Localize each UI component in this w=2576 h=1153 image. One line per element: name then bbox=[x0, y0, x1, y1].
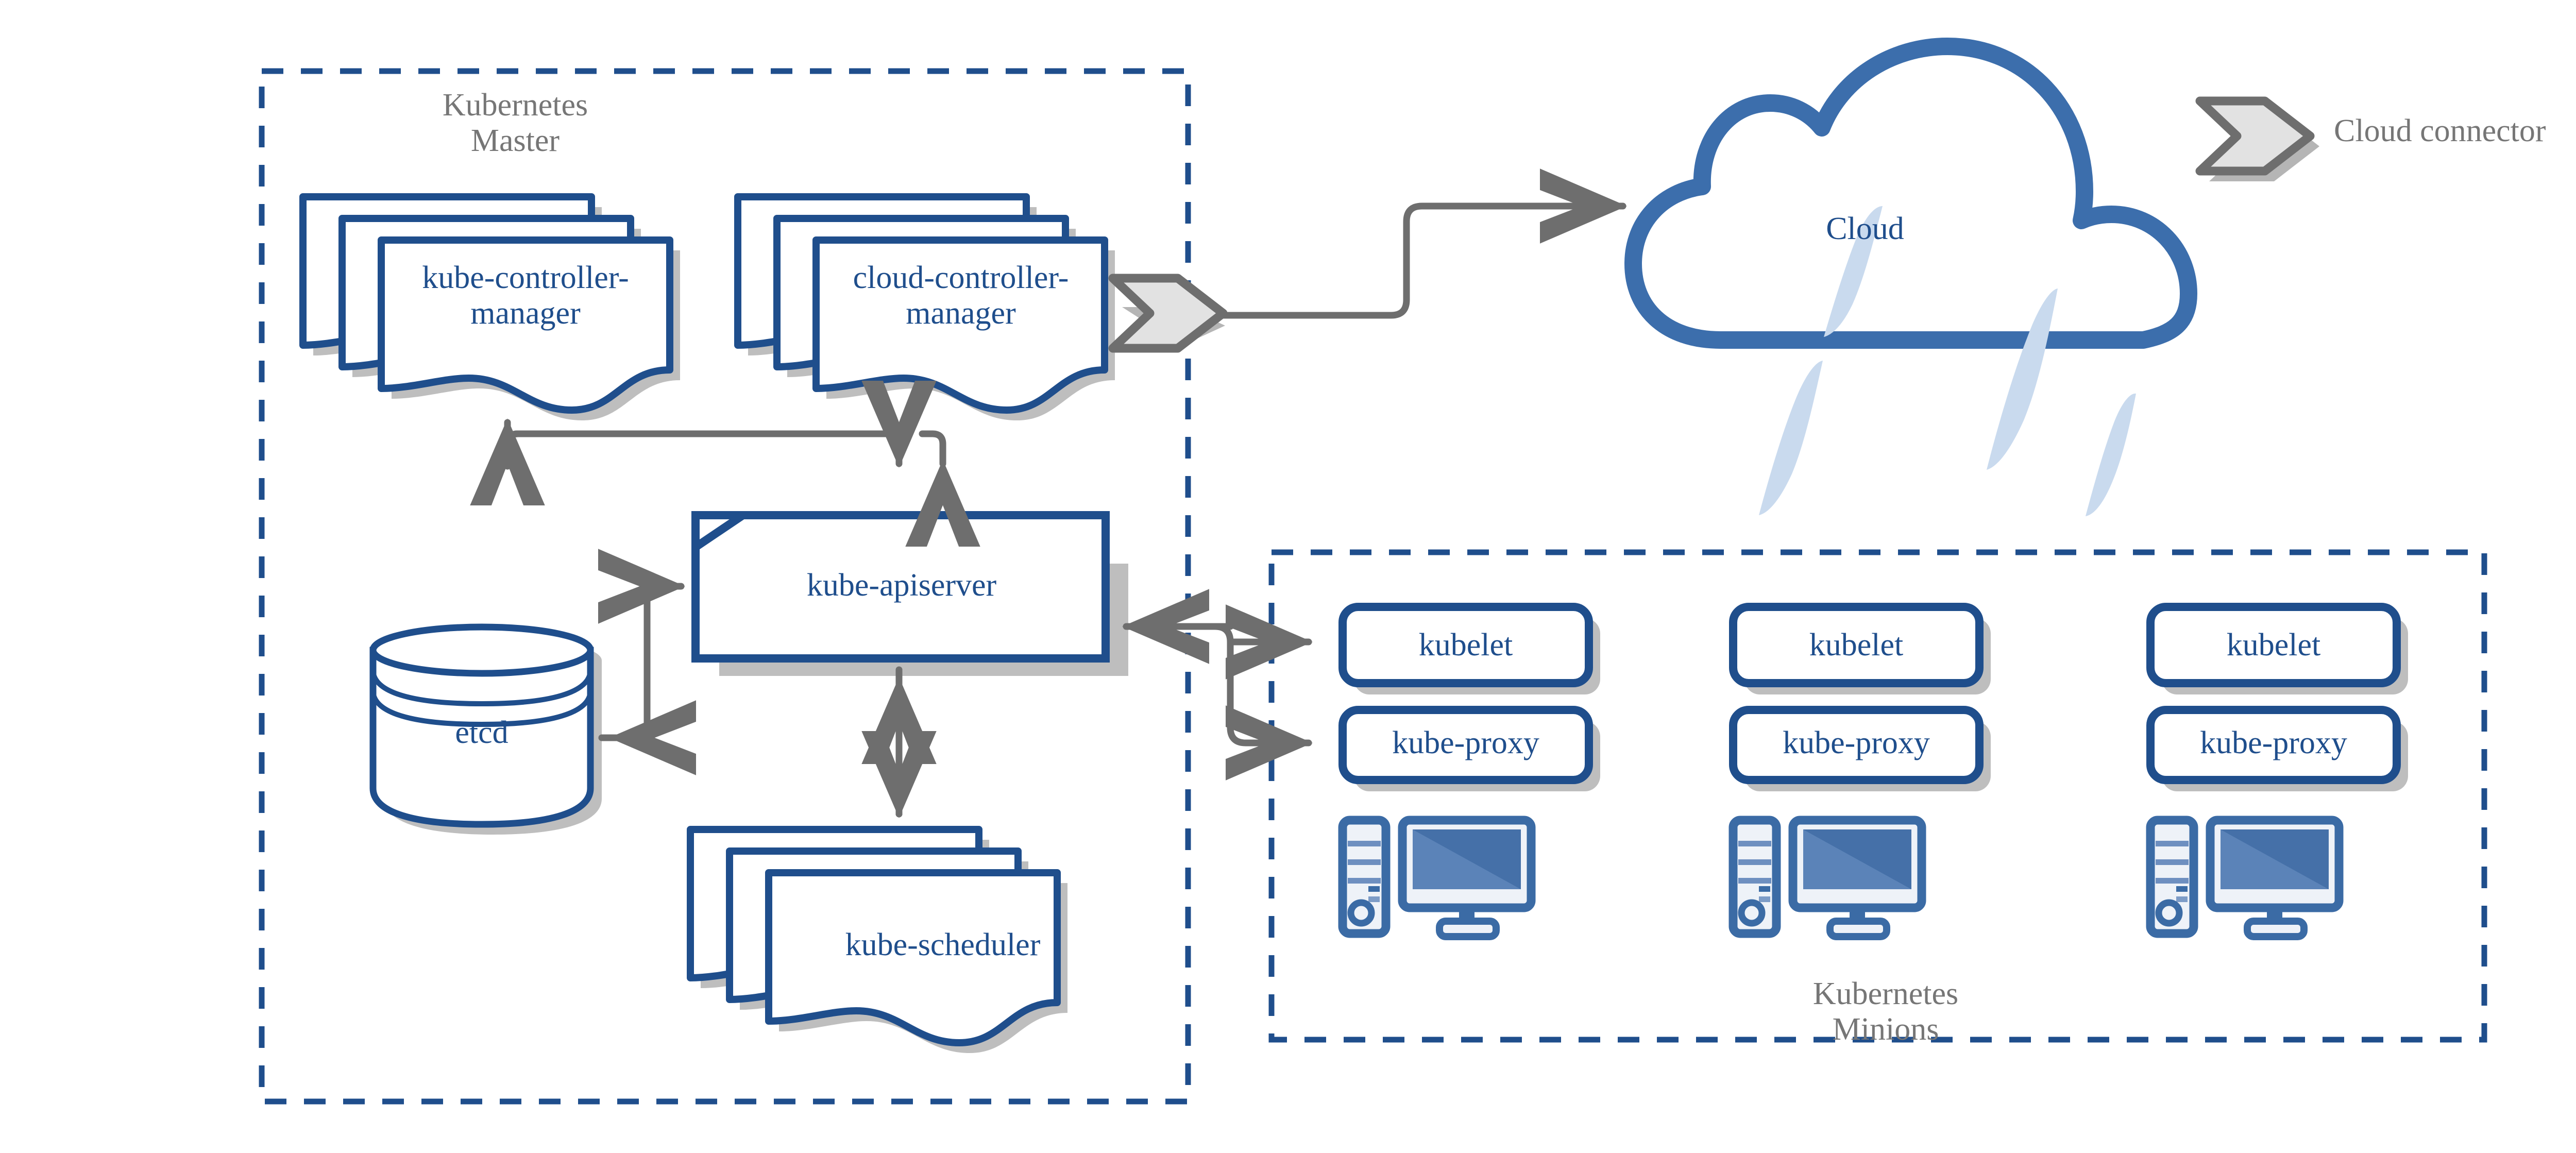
kubelet-box-2[interactable] bbox=[1729, 603, 1984, 687]
kube-apiserver-label: kube-apiserver bbox=[806, 568, 997, 603]
kubernetes-minions-label: Kubernetes Minions bbox=[1812, 976, 1959, 1047]
connector-ctrlmgr-arrow-up bbox=[470, 418, 903, 506]
kubelet-label-1: kubelet bbox=[1418, 628, 1513, 663]
kube-proxy-label-2: kube-proxy bbox=[1783, 725, 1930, 760]
kube-apiserver-outline[interactable] bbox=[691, 511, 1110, 663]
cloud-connector-icon[interactable] bbox=[1108, 274, 1228, 353]
kube-scheduler-label: kube-scheduler bbox=[845, 927, 1041, 962]
connector-ctrlmgr-to-apiserver-down bbox=[504, 380, 937, 470]
connector-apiserver-to-etcd-in bbox=[598, 549, 685, 741]
connector-lines bbox=[470, 168, 1627, 818]
minion-3-group bbox=[2146, 603, 2408, 940]
kube-controller-manager-label: kube-controller- manager bbox=[422, 260, 629, 331]
connector-cloudmgr-leg bbox=[905, 430, 980, 547]
desktop-computer-icon-1[interactable] bbox=[1338, 816, 1536, 940]
kubelet-label-3: kubelet bbox=[2226, 628, 2321, 663]
kube-proxy-box-1[interactable] bbox=[1338, 706, 1593, 784]
kube-proxy-box-2[interactable] bbox=[1729, 706, 1984, 784]
kube-proxy-box-3[interactable] bbox=[2146, 706, 2401, 784]
kubelet-box-3[interactable] bbox=[2146, 603, 2401, 687]
legend-label: Cloud connector bbox=[2334, 113, 2546, 148]
legend-cloud-connector-icon bbox=[2195, 96, 2319, 181]
desktop-computer-icon-3[interactable] bbox=[2146, 816, 2344, 940]
minion-1-group bbox=[1338, 603, 1600, 940]
kubernetes-minions-boundary bbox=[1268, 549, 2487, 1043]
cloud-shape[interactable] bbox=[1624, 38, 2197, 516]
kubelet-label-2: kubelet bbox=[1809, 628, 1904, 663]
kubelet-box-1[interactable] bbox=[1338, 603, 1593, 687]
kube-proxy-label-1: kube-proxy bbox=[1392, 725, 1539, 760]
kube-proxy-label-3: kube-proxy bbox=[2200, 725, 2347, 760]
cloud-controller-manager-label: cloud-controller- manager bbox=[853, 260, 1069, 331]
kubernetes-master-label: Kubernetes Master bbox=[442, 88, 588, 159]
desktop-computer-icon-2[interactable] bbox=[1728, 816, 1926, 940]
minion-2-group bbox=[1728, 603, 1991, 940]
cloud-label: Cloud bbox=[1826, 211, 1904, 246]
connector-cloudmgr-to-cloud bbox=[1212, 168, 1627, 319]
connector-apiserver-to-etcd-out bbox=[609, 583, 697, 775]
etcd-label: etcd bbox=[455, 715, 509, 750]
etcd-shape[interactable] bbox=[369, 623, 594, 828]
